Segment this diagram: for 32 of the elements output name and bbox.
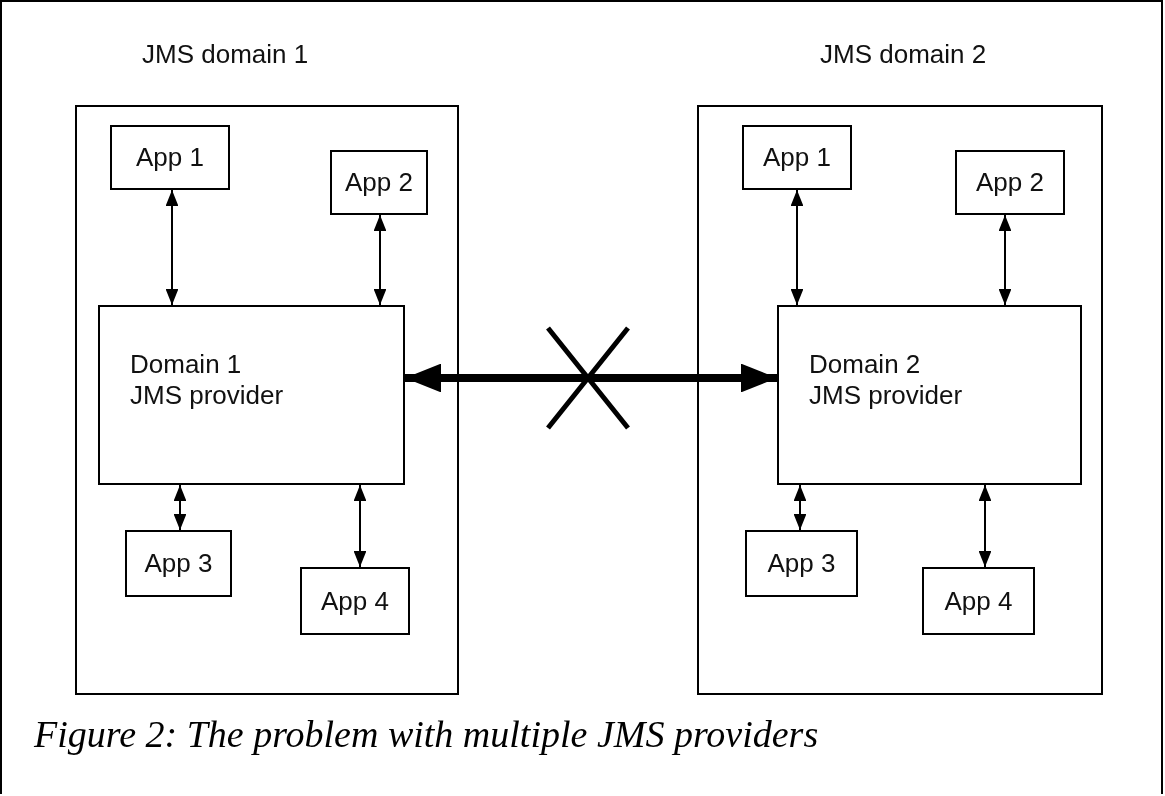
double-headed-arrow <box>353 484 367 568</box>
application-box <box>125 530 232 597</box>
box-label: App 2 <box>975 166 1045 199</box>
application-box <box>955 150 1065 215</box>
double-headed-arrow <box>998 214 1012 306</box>
figure-caption: Figure 2: The problem with multiple JMS providers <box>34 712 819 756</box>
double-headed-arrow <box>978 484 992 568</box>
application-box <box>300 567 410 635</box>
box-label: Domain 2 JMS provider <box>809 349 964 412</box>
application-box <box>922 567 1035 635</box>
double-headed-arrow <box>790 189 804 306</box>
box-label: App 4 <box>320 584 390 618</box>
double-headed-arrow <box>373 214 387 306</box>
box-label: App 1 <box>135 141 205 174</box>
application-box <box>330 150 428 215</box>
double-headed-arrow <box>405 363 777 393</box>
box-label: App 2 <box>344 166 414 199</box>
application-box <box>110 125 230 190</box>
application-box <box>745 530 858 597</box>
box-label: App 1 <box>762 141 832 174</box>
domain-heading: JMS domain 1 <box>142 39 309 70</box>
double-headed-arrow <box>793 484 807 531</box>
domain-heading: JMS domain 2 <box>820 39 987 70</box>
box-label: App 3 <box>143 547 214 580</box>
provider-box <box>777 305 1082 485</box>
application-box <box>742 125 852 190</box>
provider-box <box>98 305 405 485</box>
double-headed-arrow <box>165 189 179 306</box>
double-headed-arrow <box>173 484 187 531</box>
box-label: App 3 <box>766 547 837 580</box>
box-label: Domain 1 JMS provider <box>130 349 285 412</box>
box-label: App 4 <box>943 584 1014 618</box>
